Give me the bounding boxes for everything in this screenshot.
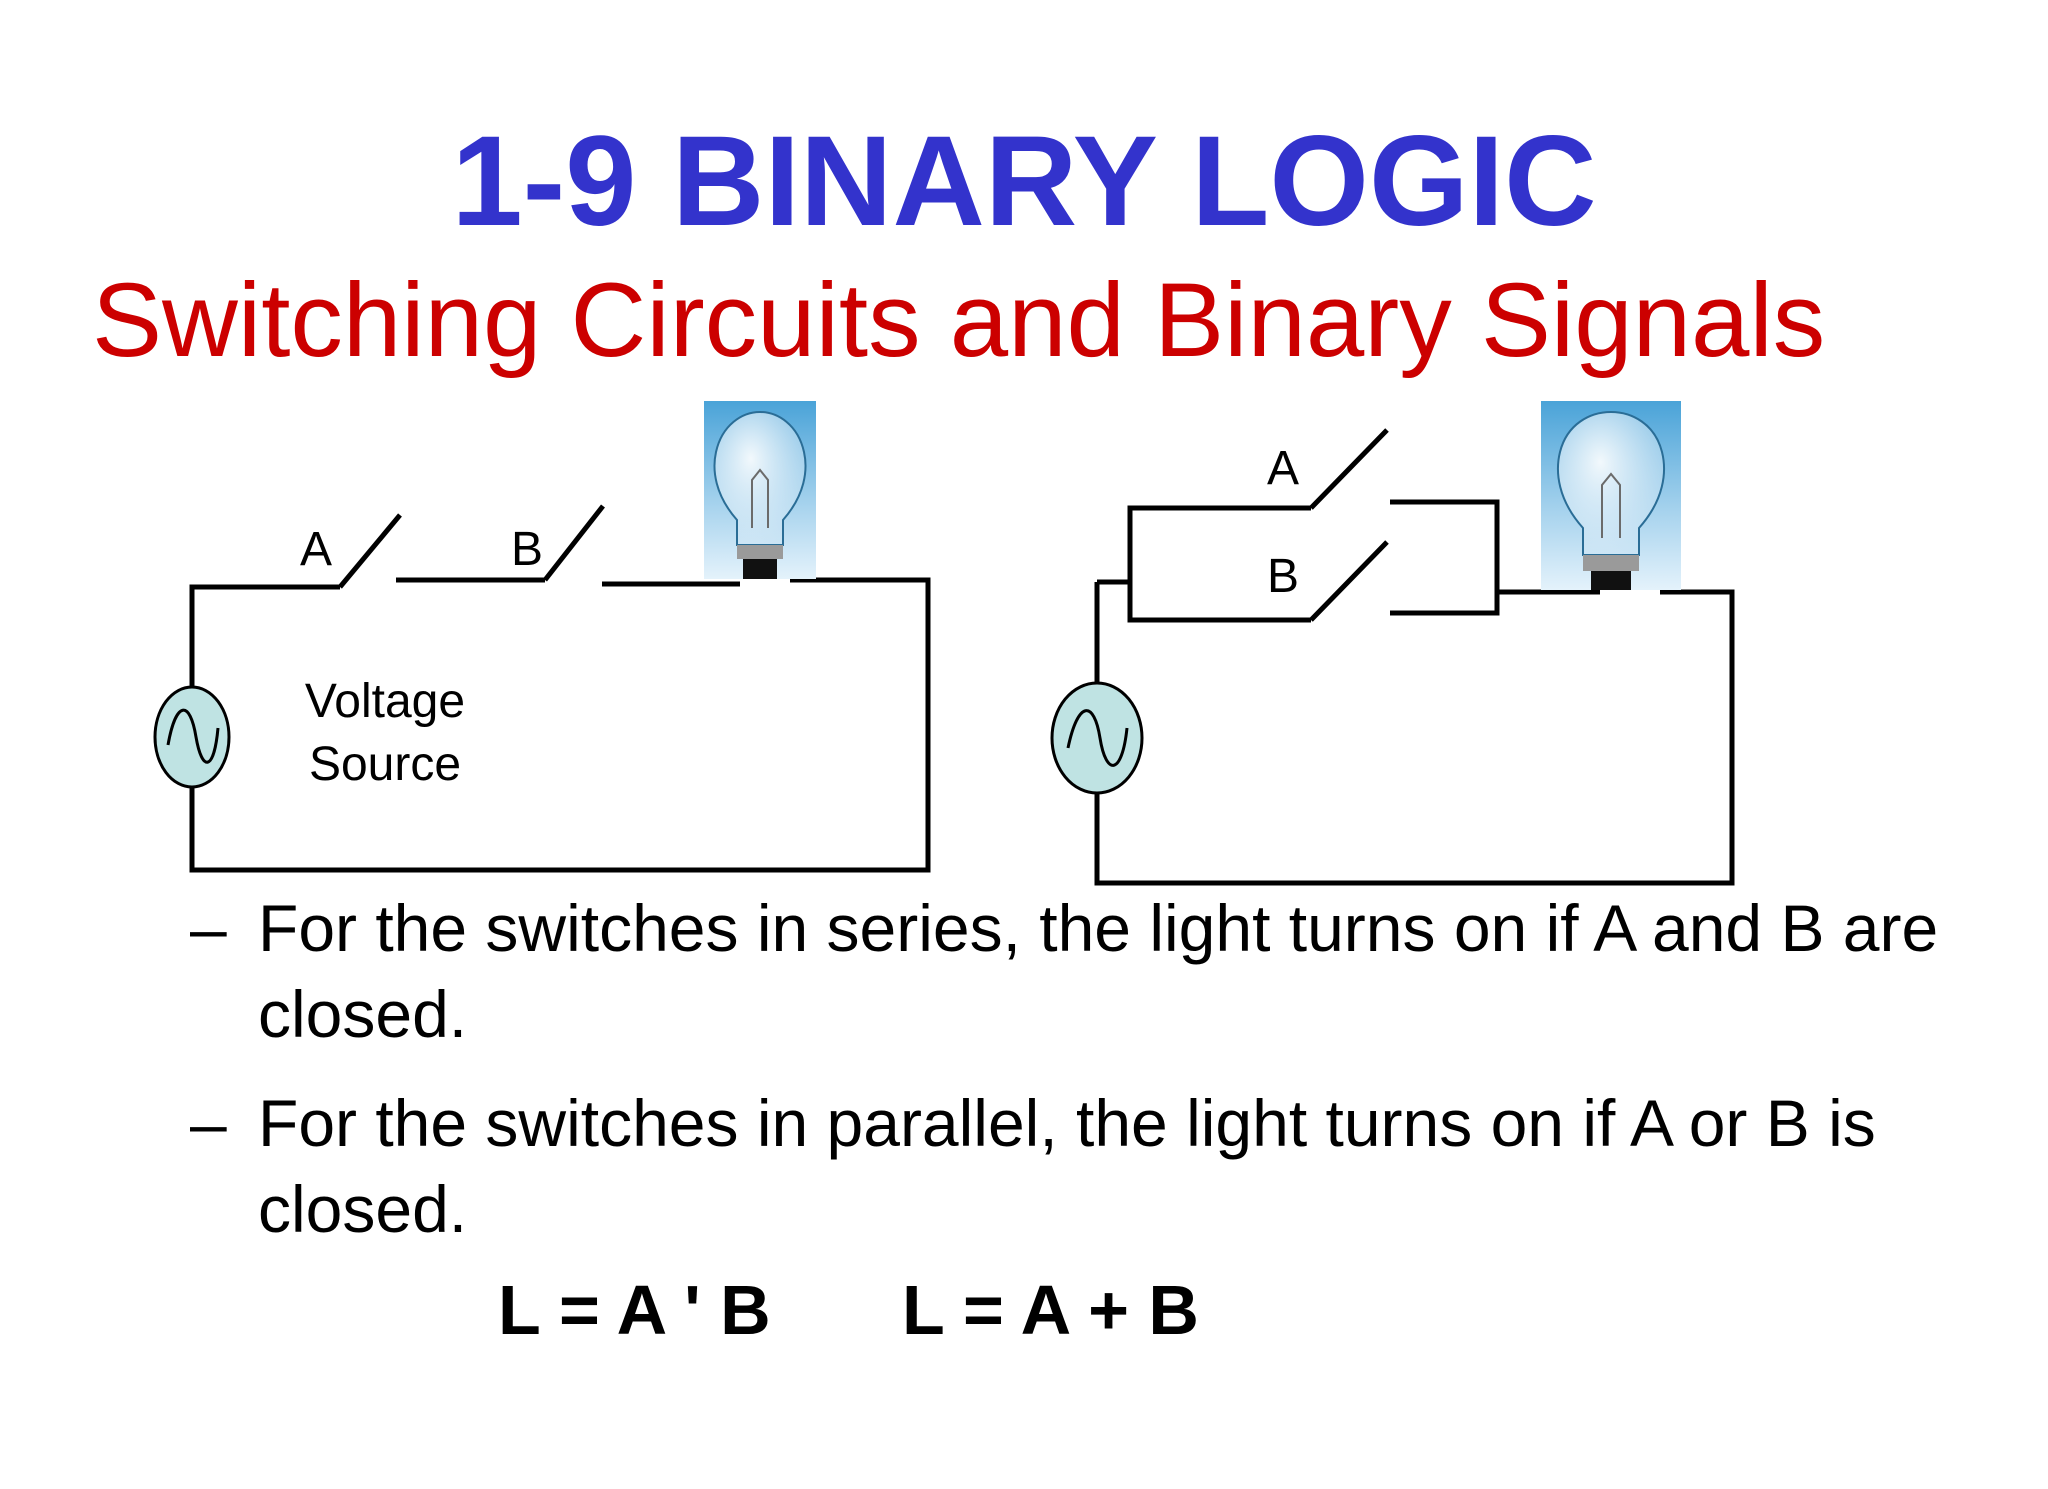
bullet-dash: – bbox=[190, 1086, 227, 1160]
slide-title: 1-9 BINARY LOGIC bbox=[451, 110, 1597, 253]
bullet-dash: – bbox=[190, 891, 227, 965]
series-wires bbox=[189, 577, 931, 873]
series-switch-b bbox=[543, 504, 605, 582]
parallel-switch-b bbox=[1309, 540, 1389, 622]
parallel-switch-a bbox=[1309, 428, 1389, 510]
series-switch-b-label: B bbox=[511, 523, 543, 576]
parallel-switch-b-label: B bbox=[1267, 550, 1299, 603]
bullet-series: – For the switches in series, the light … bbox=[190, 885, 2010, 1057]
parallel-switch-a-label: A bbox=[1267, 442, 1299, 495]
series-source-label-line1: Voltage bbox=[305, 675, 465, 728]
series-circuit: A B Voltage Source bbox=[153, 401, 931, 873]
bullet-text: For the switches in parallel, the light … bbox=[258, 1086, 1876, 1246]
parallel-voltage-source-icon bbox=[1050, 681, 1144, 795]
series-switch-a-label: A bbox=[300, 523, 332, 576]
bullet-parallel: – For the switches in parallel, the ligh… bbox=[190, 1080, 2010, 1252]
parallel-equation: L = A + B bbox=[902, 1271, 1199, 1349]
parallel-light-bulb-icon bbox=[1541, 401, 1681, 590]
series-equation: L = A ' B bbox=[498, 1271, 771, 1349]
series-voltage-source-icon bbox=[153, 685, 231, 789]
parallel-wires bbox=[1094, 499, 1735, 886]
series-light-bulb-icon bbox=[704, 401, 816, 579]
parallel-circuit: A B bbox=[1050, 401, 1735, 886]
slide-subtitle: Switching Circuits and Binary Signals bbox=[92, 262, 1826, 379]
series-source-label-line2: Source bbox=[309, 738, 461, 791]
series-switch-a bbox=[338, 513, 402, 589]
bullet-text: For the switches in series, the light tu… bbox=[258, 891, 1939, 1051]
